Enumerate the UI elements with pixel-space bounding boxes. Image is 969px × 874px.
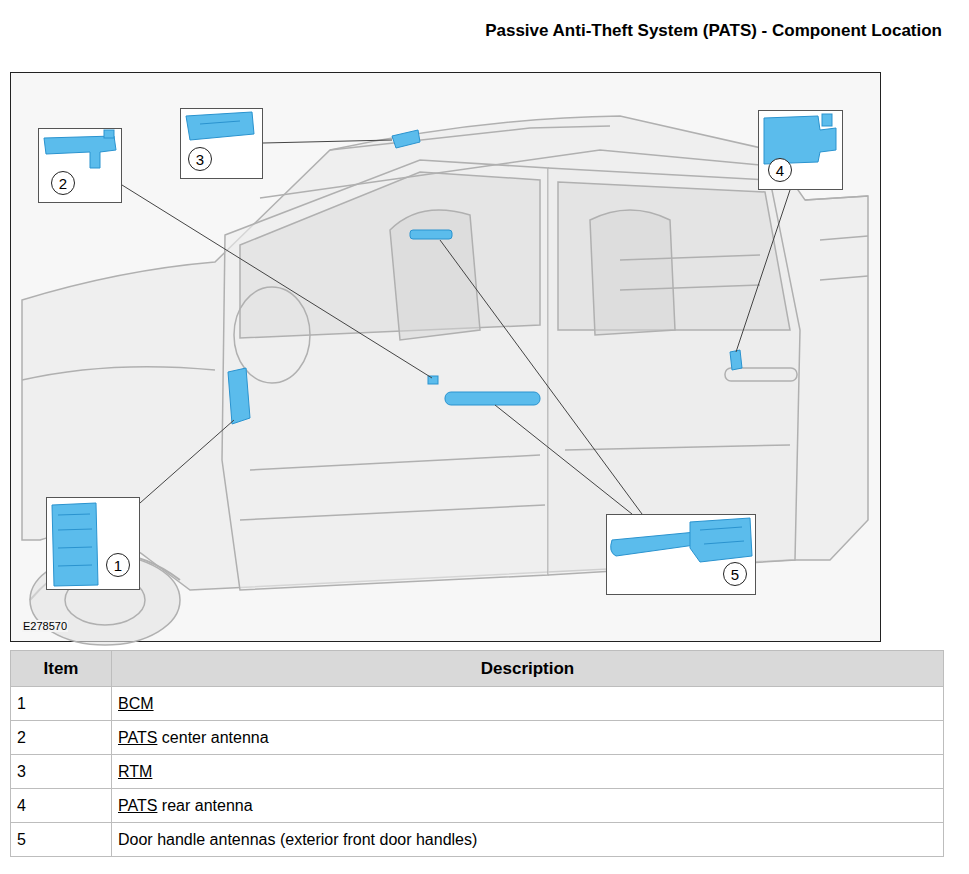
illustration-path [730, 350, 742, 370]
callout-box: 5 [606, 514, 756, 595]
illustration-path [590, 210, 675, 335]
table-row: 3 RTM [11, 755, 944, 789]
illustration-path [44, 136, 116, 168]
illustration-g [122, 140, 790, 514]
callout-number: 3 [188, 147, 212, 171]
illustration-path [611, 532, 703, 556]
table-cell: 2 [11, 721, 112, 755]
illustration-rect [11, 73, 881, 642]
table-cell: 4 [11, 789, 112, 823]
illustration-line [140, 420, 234, 503]
table-cell: RTM [112, 755, 944, 789]
illustration-g [38, 108, 843, 595]
illustration-rect [410, 230, 452, 239]
link-text: BCM [118, 695, 154, 712]
illustration-path [240, 505, 545, 520]
illustration-rect [38, 128, 122, 203]
illustration-path [52, 503, 98, 586]
illustration-line [440, 240, 642, 514]
illustration-rect [758, 110, 843, 190]
table-row: ItemDescription [11, 651, 944, 687]
table-cell: 5 [11, 823, 112, 857]
illustration-path [700, 527, 744, 544]
illustration-path [620, 255, 760, 290]
table-header: Item [11, 651, 112, 687]
link-text: PATS [118, 797, 157, 814]
illustration-path [22, 116, 868, 590]
link-text: PATS [118, 729, 157, 746]
page-title: Passive Anti-Theft System (PATS) - Compo… [485, 21, 942, 41]
illustration-line [495, 405, 632, 514]
table-cell: Door handle antennas (exterior front doo… [112, 823, 944, 857]
illustration-g [22, 116, 868, 645]
table-row: 5Door handle antennas (exterior front do… [11, 823, 944, 857]
illustration-path [250, 455, 540, 470]
callout-box: 1 [46, 497, 140, 590]
illustration-path [805, 196, 868, 280]
illustration-path [330, 126, 610, 150]
illustration-rect [725, 368, 797, 381]
table-cell: 1 [11, 687, 112, 721]
illustration-line [263, 140, 392, 143]
illustration-rect [104, 130, 114, 138]
table-cell: PATS rear antenna [112, 789, 944, 823]
table-cell: PATS center antenna [112, 721, 944, 755]
illustration-line [736, 190, 790, 352]
illustration-rect [428, 376, 438, 384]
callout-box: 2 [38, 128, 122, 203]
callout-box: 3 [180, 108, 263, 179]
table-header: Description [112, 651, 944, 687]
illustration-g [228, 130, 742, 424]
illustration-path [222, 160, 548, 590]
illustration-path [565, 445, 790, 450]
illustration-rect [606, 514, 756, 595]
illustration-path [58, 514, 92, 566]
callout-number: 2 [51, 171, 75, 195]
figure-id: E278570 [22, 620, 68, 632]
callout-number: 1 [106, 553, 130, 577]
table-cell: 3 [11, 755, 112, 789]
illustration-rect [180, 108, 263, 179]
illustration-rect [822, 114, 832, 126]
illustration-path [186, 112, 254, 140]
illustration-path [200, 121, 240, 124]
illustration-path [240, 172, 540, 338]
illustration-line [122, 185, 432, 378]
illustration-path [690, 518, 752, 562]
illustration-rect [445, 392, 540, 405]
callout-box: 4 [758, 110, 843, 190]
parts-table: ItemDescription1 BCM 2PATS center antenna3… [10, 650, 944, 857]
link-text: RTM [118, 763, 152, 780]
callout-number: 4 [768, 158, 792, 182]
illustration-path [260, 150, 760, 198]
callout-number: 5 [723, 562, 747, 586]
table-row: 4PATS rear antenna [11, 789, 944, 823]
table-row: 1 BCM [11, 687, 944, 721]
illustration-path [390, 210, 480, 340]
illustration-path [392, 130, 420, 148]
table-row: 2PATS center antenna [11, 721, 944, 755]
illustration-path [22, 367, 215, 380]
illustration-rect [46, 497, 140, 590]
table-cell: BCM [112, 687, 944, 721]
illustration-path [228, 368, 250, 424]
